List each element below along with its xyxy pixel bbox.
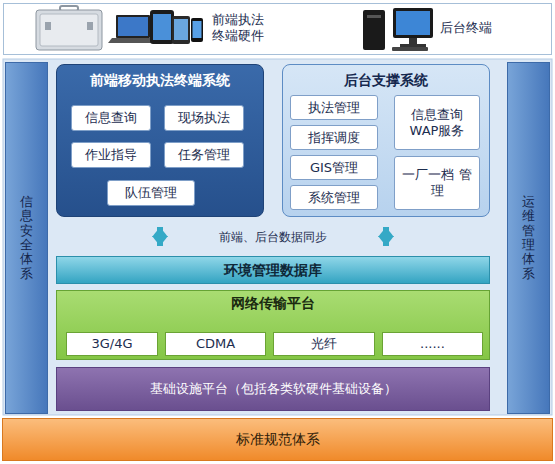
side-band: 信息安全体系 — [5, 62, 48, 414]
module-box: 信息查询 WAP服务 — [394, 95, 480, 150]
node-label: GIS管理 — [310, 160, 358, 176]
module-box: GIS管理 — [290, 155, 378, 180]
module-box: 队伍管理 — [107, 180, 195, 206]
node-label: 一厂一档 管理 — [400, 167, 474, 198]
channel-box: CDMA — [165, 332, 266, 356]
node-label: 信息安全体系 — [20, 195, 33, 281]
module-box: 指挥调度 — [290, 125, 378, 150]
annotation-label: 前端、后台数据同步 — [203, 229, 343, 246]
infrastructure-band: 基础设施平台（包括各类软硬件基础设备） — [56, 367, 490, 411]
side-band: 运维管理体系 — [507, 62, 550, 414]
node-label: 执法管理 — [308, 100, 360, 116]
hardware-panel: 前端执法 终端硬件 后台终端 — [3, 3, 552, 55]
node-label: 环境管理数据库 — [224, 262, 322, 279]
channel-box: ...... — [382, 332, 483, 356]
node-label: 运维管理体系 — [522, 195, 535, 281]
module-box: 现场执法 — [164, 105, 244, 131]
node-label: 后台终端 — [440, 20, 510, 36]
node-label: 3G/4G — [91, 336, 132, 352]
tablet-icon — [150, 10, 174, 44]
node-label: 网络传输平台 — [57, 295, 489, 312]
node-label: 现场执法 — [178, 110, 230, 126]
node-label: 基础设施平台（包括各类软硬件基础设备） — [150, 381, 397, 397]
main-panel — [3, 59, 552, 415]
node-label: 任务管理 — [178, 147, 230, 163]
small-tablet-icon — [172, 16, 190, 44]
phone-icon — [191, 18, 203, 42]
node-label: 前端执法 终端硬件 — [212, 12, 274, 45]
module-box: 系统管理 — [290, 185, 378, 210]
module-box: 任务管理 — [164, 142, 244, 168]
database-band: 环境管理数据库 — [56, 256, 490, 284]
sync-arrow — [157, 227, 163, 246]
system-panel: 前端移动执法终端系统信息查询 现场执法作业指导 任务管理队伍管理 — [56, 64, 264, 217]
standards-band: 标准规范体系 — [2, 418, 553, 461]
system-panel: 后台支撑系统执法管理指挥调度 GIS管理系统管理 信息查询 WAP服务一厂一档 管理 — [282, 64, 490, 217]
module-box: 作业指导 — [71, 142, 151, 168]
channel-box: 光纤 — [273, 332, 375, 356]
case-icon — [36, 6, 102, 50]
module-box: 一厂一档 管理 — [394, 156, 480, 210]
channel-box: 3G/4G — [66, 332, 158, 356]
module-box: 执法管理 — [290, 95, 378, 120]
node-label: 信息查询 WAP服务 — [400, 107, 474, 138]
node-label: 队伍管理 — [125, 185, 177, 201]
node-label: 信息查询 — [85, 110, 137, 126]
node-label: 标准规范体系 — [236, 431, 320, 448]
sync-arrow — [383, 227, 389, 246]
node-label: 系统管理 — [308, 190, 360, 206]
node-label: ...... — [420, 336, 445, 352]
desktop-icon — [363, 8, 433, 51]
node-label: 前端移动执法终端系统 — [57, 72, 263, 89]
node-label: 光纤 — [311, 336, 337, 352]
node-label: 指挥调度 — [308, 130, 360, 146]
network-band: 网络传输平台 3G/4G CDMA 光纤...... — [56, 290, 490, 360]
module-box: 信息查询 — [71, 105, 151, 131]
node-label: 后台支撑系统 — [283, 72, 489, 89]
node-label: 作业指导 — [85, 147, 137, 163]
node-label: CDMA — [196, 336, 235, 352]
